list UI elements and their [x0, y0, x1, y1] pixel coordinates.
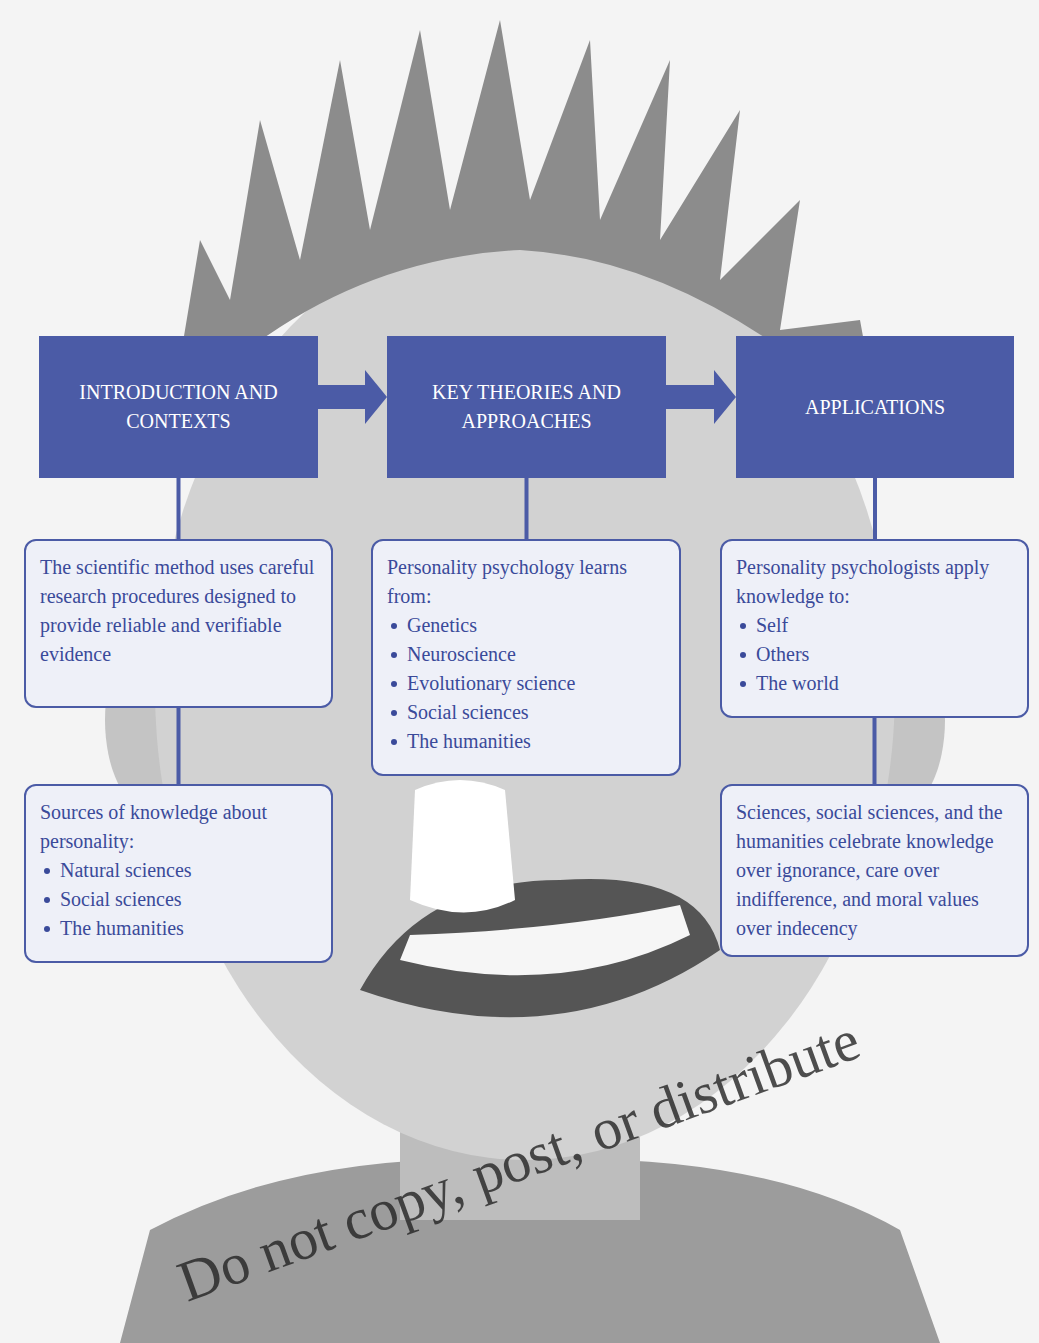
- bullet: [740, 681, 746, 687]
- list-item: The humanities: [407, 730, 531, 752]
- bullet: [391, 739, 397, 745]
- connector-line: [177, 478, 181, 539]
- content-box: The scientific method uses careful resea…: [24, 539, 333, 708]
- bullet: [44, 926, 50, 932]
- connector: [666, 370, 736, 424]
- connector: [526, 478, 527, 539]
- connector: [318, 370, 387, 424]
- list-item: Natural sciences: [60, 859, 192, 881]
- list-row: Others: [736, 640, 1013, 669]
- header-text: APPLICATIONS: [805, 393, 945, 422]
- bullet: [740, 623, 746, 629]
- list-item: Others: [756, 643, 809, 665]
- marshmallow-nose: [410, 780, 515, 913]
- list-item: The world: [756, 672, 839, 694]
- list-item: The humanities: [60, 917, 184, 939]
- arrow-head: [365, 370, 387, 424]
- section-header: KEY THEORIES AND APPROACHES: [387, 336, 666, 478]
- header-text: INTRODUCTION AND CONTEXTS: [59, 378, 298, 436]
- list-row: The world: [736, 669, 1013, 698]
- connector: [875, 478, 876, 539]
- list-item: Genetics: [407, 614, 477, 636]
- list-row: Neuroscience: [387, 640, 665, 669]
- content-box: Sciences, social sciences, and the human…: [720, 784, 1029, 957]
- bullet: [44, 868, 50, 874]
- arrow-shaft: [666, 385, 714, 409]
- box-text: Sciences, social sciences, and the human…: [736, 798, 1013, 943]
- connector-line: [177, 708, 181, 784]
- bullet: [391, 681, 397, 687]
- bullet: [740, 652, 746, 658]
- list-row: Social sciences: [387, 698, 665, 727]
- teeth: [400, 905, 690, 975]
- arrow-head: [714, 370, 736, 424]
- bullet: [44, 897, 50, 903]
- box-text: Sources of knowledge about personality:: [40, 798, 317, 856]
- connector: [178, 708, 179, 784]
- bullet: [391, 652, 397, 658]
- bullet: [391, 623, 397, 629]
- list-row: Evolutionary science: [387, 669, 665, 698]
- header-text: KEY THEORIES AND APPROACHES: [407, 378, 646, 436]
- list-row: Self: [736, 611, 1013, 640]
- content-box: Personality psychologists apply knowledg…: [720, 539, 1029, 718]
- connector: [178, 478, 179, 539]
- list-row: The humanities: [40, 914, 317, 943]
- list-item: Neuroscience: [407, 643, 516, 665]
- content-box: Sources of knowledge about personality: N…: [24, 784, 333, 963]
- connector-line: [873, 718, 877, 784]
- list-item: Social sciences: [407, 701, 529, 723]
- list-item: Social sciences: [60, 888, 182, 910]
- connector-line: [873, 478, 877, 539]
- list-item: Self: [756, 614, 788, 636]
- section-header: INTRODUCTION AND CONTEXTS: [39, 336, 318, 478]
- bullet: [391, 710, 397, 716]
- section-header: APPLICATIONS: [736, 336, 1014, 478]
- list-row: Natural sciences: [40, 856, 317, 885]
- list-row: Social sciences: [40, 885, 317, 914]
- content-box: Personality psychology learns from: Genet…: [371, 539, 681, 776]
- box-text: The scientific method uses careful resea…: [40, 553, 317, 669]
- list-row: The humanities: [387, 727, 665, 756]
- connector: [874, 718, 875, 784]
- connector-line: [525, 478, 529, 539]
- box-text: Personality psychologists apply knowledg…: [736, 553, 1013, 611]
- list-item: Evolutionary science: [407, 672, 575, 694]
- list-row: Genetics: [387, 611, 665, 640]
- box-text: Personality psychology learns from:: [387, 553, 665, 611]
- arrow-shaft: [318, 385, 365, 409]
